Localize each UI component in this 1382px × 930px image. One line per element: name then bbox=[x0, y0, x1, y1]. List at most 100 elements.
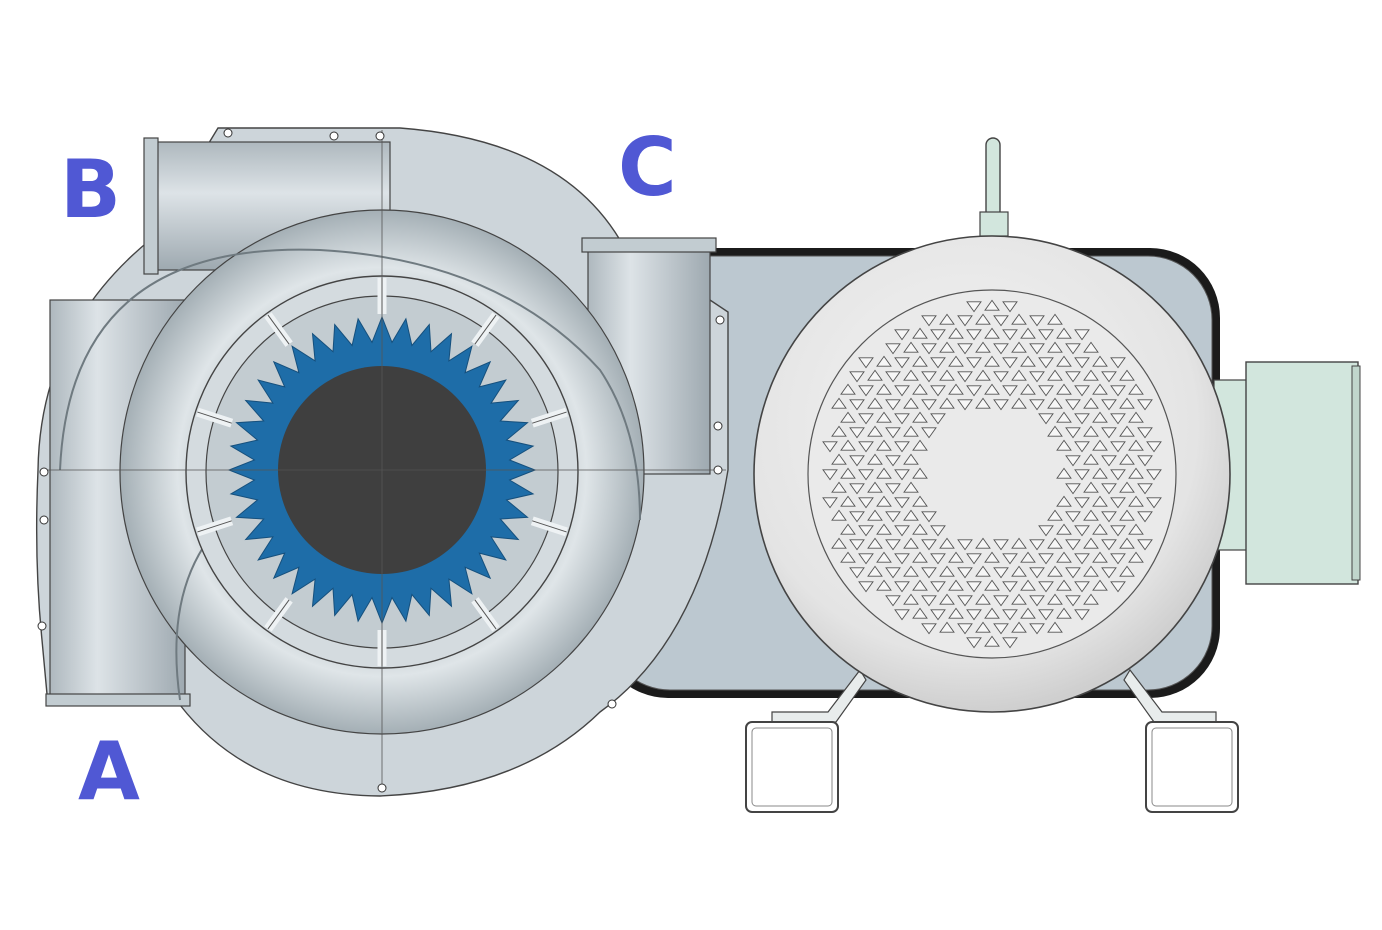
grille-vent bbox=[1074, 441, 1090, 453]
grille-vent bbox=[1038, 581, 1054, 593]
grille-vent bbox=[876, 439, 892, 451]
grille-vent bbox=[975, 593, 991, 605]
grille-vent bbox=[1020, 383, 1036, 395]
grille-vent bbox=[1029, 399, 1045, 411]
grille-vent bbox=[1101, 511, 1117, 523]
grille-vent bbox=[966, 329, 982, 341]
grille-vent bbox=[1065, 455, 1081, 467]
grille-vent bbox=[1029, 343, 1045, 355]
bolt-hole bbox=[223, 128, 233, 138]
grille-vent bbox=[849, 539, 865, 551]
grille-vent bbox=[1065, 427, 1081, 439]
grille-vent bbox=[1029, 567, 1045, 579]
grille-vent bbox=[984, 579, 1000, 591]
grille-vent bbox=[1092, 439, 1108, 451]
grille-vent bbox=[1002, 329, 1018, 341]
grille-vent bbox=[831, 537, 847, 549]
grille-vent bbox=[1092, 495, 1108, 507]
grille-vent bbox=[993, 623, 1009, 635]
grille-vent bbox=[867, 453, 883, 465]
grille-vent bbox=[939, 621, 955, 633]
grille-vent bbox=[903, 565, 919, 577]
grille-vent bbox=[921, 595, 937, 607]
grille-vent bbox=[894, 413, 910, 425]
grille-vent bbox=[1065, 595, 1081, 607]
bolt-hole bbox=[715, 315, 725, 325]
grille-vent bbox=[993, 315, 1009, 327]
grille-vent bbox=[903, 537, 919, 549]
grille-vent bbox=[1011, 341, 1027, 353]
grille-vent bbox=[1074, 329, 1090, 341]
grille-vent bbox=[957, 343, 973, 355]
grille-vent bbox=[1065, 539, 1081, 551]
grille-vent bbox=[1065, 371, 1081, 383]
grille-vent bbox=[1119, 425, 1135, 437]
shroud-rib-edge bbox=[197, 520, 232, 533]
grille-vent bbox=[930, 525, 946, 537]
grille-vent bbox=[1101, 567, 1117, 579]
grille-vent bbox=[876, 383, 892, 395]
grille-vent bbox=[1074, 609, 1090, 621]
grille-vent bbox=[1083, 397, 1099, 409]
grille-vent bbox=[858, 497, 874, 509]
grille-vent bbox=[1047, 621, 1063, 633]
grille-vent bbox=[867, 397, 883, 409]
grille-vent bbox=[858, 581, 874, 593]
grille-vent bbox=[840, 523, 856, 535]
grille-vent bbox=[1092, 551, 1108, 563]
shroud-rib-edge bbox=[197, 411, 232, 424]
motor-foot-right bbox=[1145, 721, 1239, 813]
grille-vent bbox=[984, 355, 1000, 367]
grille-vent bbox=[921, 427, 937, 439]
grille-vent bbox=[849, 371, 865, 383]
grille-vent bbox=[1056, 579, 1072, 591]
grille-vent bbox=[1002, 581, 1018, 593]
grille-vent bbox=[903, 341, 919, 353]
grille-vent bbox=[1110, 413, 1126, 425]
grille-vent bbox=[957, 399, 973, 411]
grille-vent bbox=[1011, 397, 1027, 409]
grille-vent bbox=[957, 623, 973, 635]
grille-vent bbox=[1110, 553, 1126, 565]
grille-vent bbox=[858, 385, 874, 397]
grille-vent bbox=[1101, 371, 1117, 383]
grille-vent bbox=[831, 425, 847, 437]
grille-vent bbox=[912, 495, 928, 507]
grille-vent bbox=[867, 369, 883, 381]
grille-vent bbox=[894, 469, 910, 481]
grille-vent bbox=[885, 455, 901, 467]
grille-vent bbox=[885, 399, 901, 411]
grille-vent bbox=[1119, 565, 1135, 577]
grille-vent bbox=[1092, 355, 1108, 367]
grille-vent bbox=[1137, 539, 1153, 551]
grille-vent bbox=[1092, 411, 1108, 423]
grille-vent bbox=[1038, 385, 1054, 397]
grille-vent bbox=[1083, 369, 1099, 381]
shroud-rib-edge bbox=[532, 411, 567, 424]
grille-vent bbox=[912, 411, 928, 423]
grille-vent bbox=[939, 397, 955, 409]
fan-cover-grille bbox=[822, 299, 1162, 649]
grille-vent bbox=[966, 609, 982, 621]
grille-vent bbox=[903, 425, 919, 437]
grille-vent bbox=[975, 565, 991, 577]
grille-vent bbox=[957, 315, 973, 327]
grille-vent bbox=[885, 483, 901, 495]
shroud-rib-edge bbox=[474, 314, 497, 345]
grille-vent bbox=[1029, 371, 1045, 383]
grille-vent bbox=[1038, 525, 1054, 537]
grille-vent bbox=[1047, 509, 1063, 521]
bolt-hole bbox=[39, 515, 49, 525]
grille-vent bbox=[939, 341, 955, 353]
grille-vent bbox=[858, 441, 874, 453]
grille-vent bbox=[1002, 553, 1018, 565]
grille-vent bbox=[1047, 341, 1063, 353]
grille-vent bbox=[1074, 581, 1090, 593]
grille-vent bbox=[1110, 441, 1126, 453]
grille-vent bbox=[867, 537, 883, 549]
grille-vent bbox=[930, 553, 946, 565]
grille-vent bbox=[1128, 439, 1144, 451]
grille-vent bbox=[1056, 355, 1072, 367]
grille-vent bbox=[849, 455, 865, 467]
grille-vent bbox=[1128, 467, 1144, 479]
